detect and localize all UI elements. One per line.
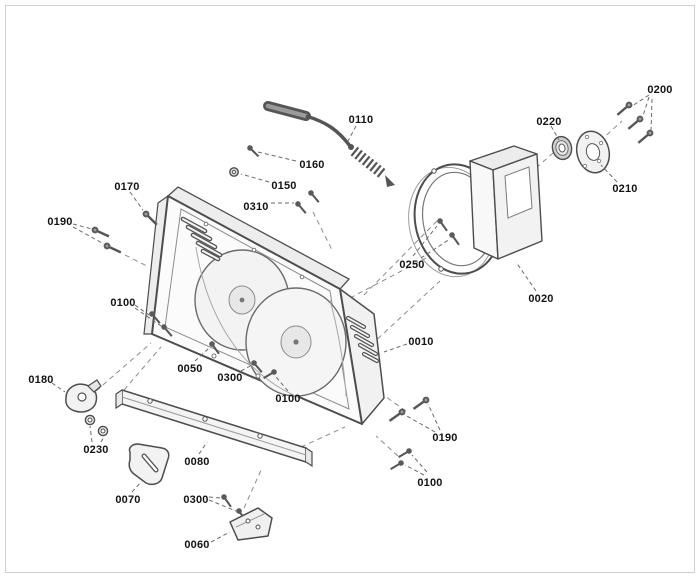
callout-0300-bottom: 0300 [183,494,208,506]
skid-plate [229,507,273,541]
callout-0010: 0010 [408,336,433,348]
cleanout-tool [263,101,395,187]
callout-0310: 0310 [243,201,268,213]
callout-0220: 0220 [536,116,561,128]
auger-housing [143,186,385,425]
callout-0060: 0060 [184,539,209,551]
bolt-0190-left [90,223,111,240]
bolt-0200 [616,98,635,120]
callout-0300-mid: 0300 [217,372,242,384]
callouts: 0110 0200 0220 0170 0160 0150 0190 0310 … [28,84,672,551]
screw-0310 [306,188,322,204]
bearing [551,135,573,161]
callout-0200: 0200 [647,84,672,96]
nut-0150 [229,167,239,177]
callout-0050: 0050 [177,363,202,375]
callout-0020: 0020 [528,293,553,305]
callout-0180: 0180 [28,374,53,386]
callout-0160: 0160 [299,159,324,171]
screw-0160 [245,144,261,158]
bolt-0190-left [102,239,123,256]
bolt-0190-right [412,392,432,415]
skid-shoe [128,443,170,486]
housing-vents-right [345,315,380,364]
bolt-0200 [627,112,646,134]
flange [575,130,611,174]
callout-0170: 0170 [114,181,139,193]
bolt-0190-right [388,404,408,427]
washer-0230 [97,425,109,437]
callout-0190-left: 0190 [47,216,72,228]
screw-0100-right [389,456,406,474]
callout-0210: 0210 [612,183,637,195]
callout-0070: 0070 [115,494,140,506]
scraper-bar [115,389,313,468]
callout-0150: 0150 [271,180,296,192]
screw-0300-bottom [218,492,235,508]
callout-0100-left: 0100 [110,297,135,309]
housing-vents-left [180,216,223,262]
callout-0100-right: 0100 [417,477,442,489]
callout-0100-mid: 0100 [275,393,300,405]
callout-0230: 0230 [83,444,108,456]
bracket [65,379,102,413]
callout-0110: 0110 [349,114,374,126]
callout-0080: 0080 [184,456,209,468]
screw-0100-right [397,444,414,462]
diagram-border [5,5,695,573]
washer-0230 [84,414,96,426]
callout-0190-right: 0190 [432,432,457,444]
leader-lines [51,94,653,543]
bolt-0200 [637,126,656,148]
belt-cover [469,145,543,260]
callout-0250: 0250 [399,259,424,271]
screw-0310 [293,199,309,215]
